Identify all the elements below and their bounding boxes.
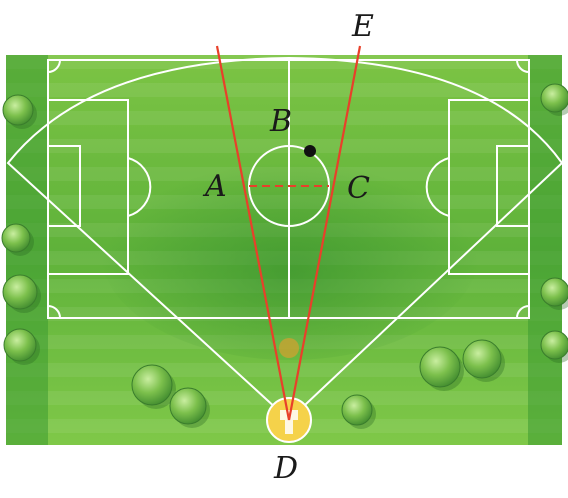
label-d: D xyxy=(273,451,298,486)
tree-icon xyxy=(462,339,505,382)
corner-arc-br xyxy=(516,305,530,319)
grass-stripe xyxy=(6,83,562,97)
tree-icon xyxy=(419,346,464,391)
label-c: C xyxy=(347,171,370,206)
tree-icon xyxy=(341,394,376,429)
grass-stripe xyxy=(6,111,562,125)
corner-arc-tl xyxy=(47,59,61,73)
left-penalty-arc xyxy=(127,157,152,217)
corner-arc-bl xyxy=(47,305,61,319)
left-goal-box xyxy=(47,145,81,227)
right-goal-box xyxy=(496,145,530,227)
tree-icon xyxy=(2,274,41,313)
tree-icon xyxy=(540,83,568,116)
tree-icon xyxy=(169,387,210,428)
tree-icon xyxy=(131,364,176,409)
sight-lines xyxy=(215,45,362,421)
tree-icon xyxy=(3,328,40,365)
right-penalty-arc xyxy=(425,157,450,217)
sight-line-right xyxy=(287,45,362,421)
trees xyxy=(1,83,568,429)
tree-icon xyxy=(1,223,34,256)
tree-icon xyxy=(540,330,568,363)
field-lines xyxy=(6,56,564,422)
corner-arc-tr xyxy=(516,59,530,73)
label-e: E xyxy=(351,9,374,44)
ball-icon xyxy=(304,145,316,157)
tree-icon xyxy=(2,94,37,129)
label-b: B xyxy=(269,104,292,139)
grass-stripe xyxy=(6,55,562,69)
sight-line-left xyxy=(215,45,291,421)
outer-track xyxy=(6,56,564,422)
label-a: A xyxy=(202,169,227,204)
tree-icon xyxy=(540,277,568,310)
